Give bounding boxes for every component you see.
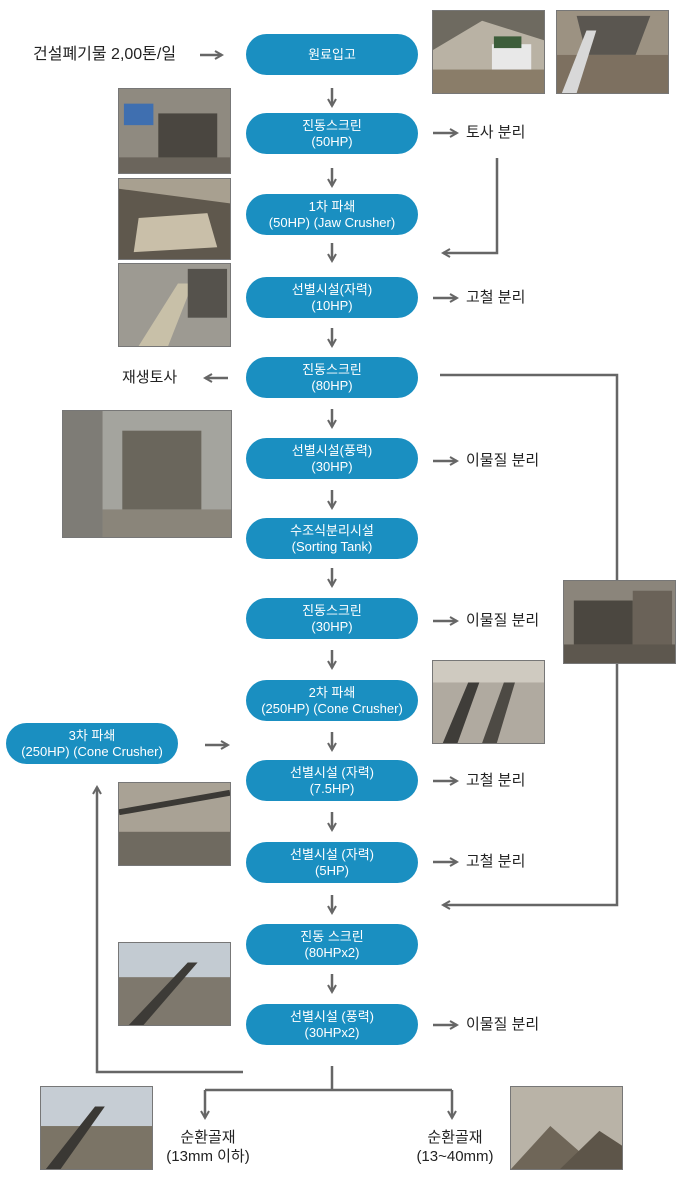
step-line1: 선별시설(자력) bbox=[291, 281, 373, 297]
photo-aggregate-fine bbox=[40, 1086, 153, 1170]
step-line2: (7.5HP) bbox=[309, 780, 355, 796]
recycle-loop-arrow bbox=[97, 787, 243, 1074]
label-iron-separation-2: 고철 분리 bbox=[466, 772, 526, 789]
label-iron-separation-3: 고철 분리 bbox=[466, 853, 526, 870]
step-line2: (10HP) bbox=[311, 297, 353, 313]
output-line1: 순환골재 bbox=[427, 1129, 483, 1146]
step-line2: (30HPx2) bbox=[304, 1024, 360, 1040]
photo-jaw-crusher bbox=[118, 178, 231, 260]
photo-aggregate-coarse bbox=[510, 1086, 623, 1170]
output-aggregate-coarse: 순환골재 (13~40mm) bbox=[380, 1128, 530, 1166]
step-line2: (80HPx2) bbox=[304, 944, 360, 960]
step-line1: 선별시설 (자력) bbox=[289, 764, 375, 780]
step-line1: 진동 스크린 bbox=[300, 928, 364, 944]
step-line2: (50HP) bbox=[311, 133, 353, 149]
step-sorting-tank: 수조식분리시설 (Sorting Tank) bbox=[246, 518, 418, 559]
step-line2: (250HP) (Cone Crusher) bbox=[21, 743, 163, 759]
step-vibrating-screen-50hp: 진동스크린 (50HP) bbox=[246, 113, 418, 154]
input-label: 건설폐기물 2,00톤/일 bbox=[33, 46, 177, 63]
photo-magnetic-separator bbox=[118, 263, 231, 347]
step-line1: 진동스크린 bbox=[302, 117, 362, 133]
step-raw-material-intake: 원료입고 bbox=[246, 34, 418, 75]
soil-return-arrow bbox=[443, 158, 499, 253]
step-magnetic-sorter-5hp: 선별시설 (자력) (5HP) bbox=[246, 842, 418, 883]
step-line1: 원료입고 bbox=[308, 46, 356, 62]
output-line2: (13mm 이하) bbox=[166, 1148, 250, 1165]
step-primary-crusher: 1차 파쇄 (50HP) (Jaw Crusher) bbox=[246, 194, 418, 235]
photo-screen-plant bbox=[118, 88, 231, 174]
step-air-sorter-30hp: 선별시설(풍력) (30HP) bbox=[246, 438, 418, 479]
output-aggregate-fine: 순환골재 (13mm 이하) bbox=[133, 1128, 283, 1166]
label-foreign-separation-1: 이물질 분리 bbox=[466, 452, 540, 469]
step-line2: (30HP) bbox=[311, 458, 353, 474]
step-line1: 선별시설 (풍력) bbox=[289, 1008, 375, 1024]
output-line1: 순환골재 bbox=[180, 1129, 236, 1146]
step-vibrating-screen-80hp: 진동스크린 (80HP) bbox=[246, 357, 418, 398]
step-line2: (5HP) bbox=[315, 862, 349, 878]
photo-cone-crusher-conveyor bbox=[432, 660, 545, 744]
photo-conveyor-line bbox=[118, 782, 231, 866]
step-line1: 1차 파쇄 bbox=[308, 198, 356, 214]
label-soil-separation: 토사 분리 bbox=[466, 124, 526, 141]
label-recycled-soil: 재생토사 bbox=[122, 369, 178, 386]
step-line1: 진동스크린 bbox=[302, 602, 362, 618]
step-line2: (50HP) (Jaw Crusher) bbox=[268, 214, 396, 230]
step-line1: 선별시설 (자력) bbox=[289, 846, 375, 862]
step-magnetic-sorter-10hp: 선별시설(자력) (10HP) bbox=[246, 277, 418, 318]
step-line1: 3차 파쇄 bbox=[68, 727, 116, 743]
photo-air-sorter bbox=[62, 410, 232, 538]
label-foreign-separation-3: 이물질 분리 bbox=[466, 1016, 540, 1033]
step-line2: (80HP) bbox=[311, 377, 353, 393]
step-line2: (250HP) (Cone Crusher) bbox=[261, 700, 403, 716]
step-line1: 선별시설(풍력) bbox=[291, 442, 373, 458]
photo-sorting-tank bbox=[563, 580, 676, 664]
step-vibrating-screen-80hpx2: 진동 스크린 (80HPx2) bbox=[246, 924, 418, 965]
step-tertiary-crusher: 3차 파쇄 (250HP) (Cone Crusher) bbox=[6, 723, 178, 764]
step-air-sorter-30hpx2: 선별시설 (풍력) (30HPx2) bbox=[246, 1004, 418, 1045]
label-iron-separation-1: 고철 분리 bbox=[466, 289, 526, 306]
photo-dump-truck-unloading bbox=[556, 10, 669, 94]
step-line2: (Sorting Tank) bbox=[291, 538, 373, 554]
output-line2: (13~40mm) bbox=[416, 1148, 494, 1165]
label-foreign-separation-2: 이물질 분리 bbox=[466, 612, 540, 629]
photo-truck-dumping bbox=[432, 10, 545, 94]
step-secondary-crusher: 2차 파쇄 (250HP) (Cone Crusher) bbox=[246, 680, 418, 721]
photo-screening-plant bbox=[118, 942, 231, 1026]
step-line1: 진동스크린 bbox=[302, 361, 362, 377]
step-magnetic-sorter-7-5hp: 선별시설 (자력) (7.5HP) bbox=[246, 760, 418, 801]
step-line2: (30HP) bbox=[311, 618, 353, 634]
step-line1: 2차 파쇄 bbox=[308, 684, 356, 700]
step-line1: 수조식분리시설 bbox=[290, 522, 374, 538]
step-vibrating-screen-30hp: 진동스크린 (30HP) bbox=[246, 598, 418, 639]
